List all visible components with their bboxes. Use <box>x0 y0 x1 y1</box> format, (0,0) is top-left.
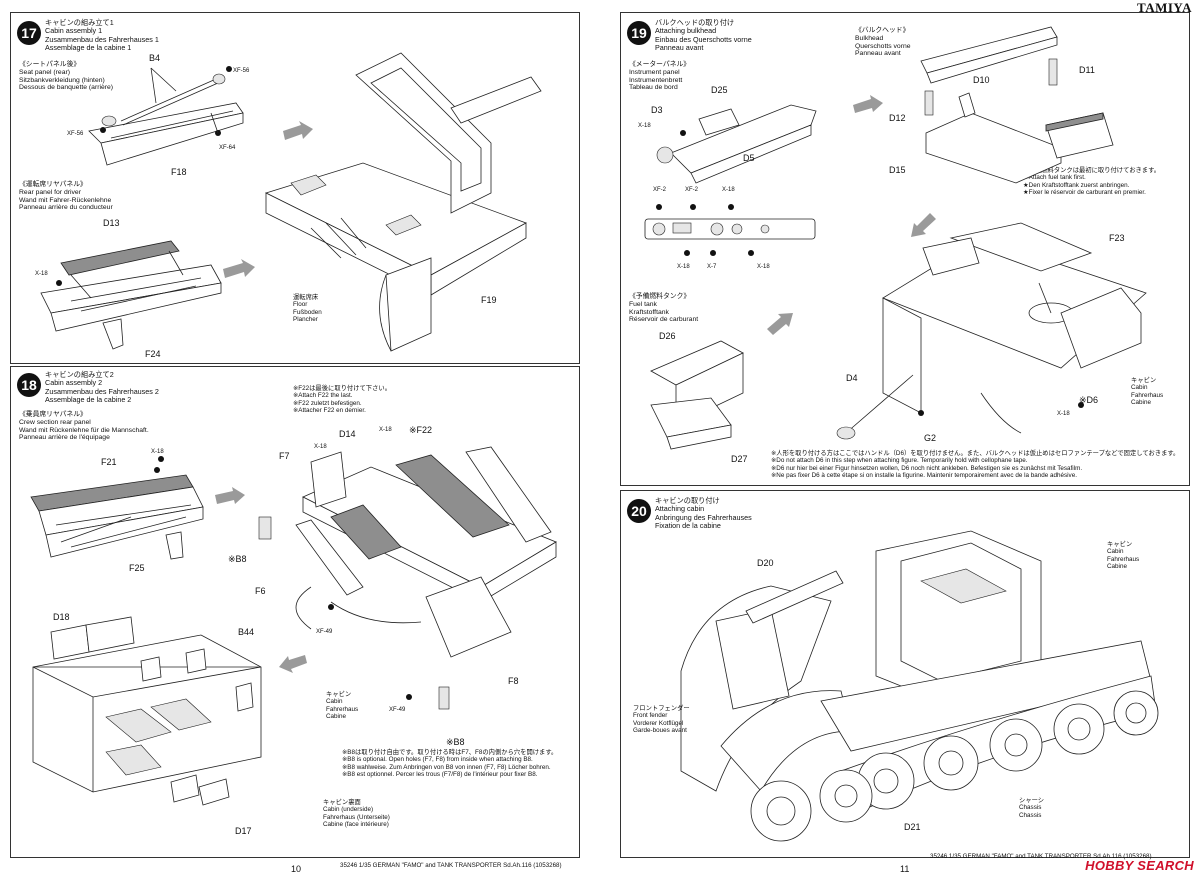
part-d11: D11 <box>1079 65 1095 75</box>
paint-x18-a: X-18 <box>151 449 164 455</box>
part-d25: D25 <box>711 85 728 95</box>
paint-xf49-b: XF-49 <box>389 707 406 713</box>
part-f7: F7 <box>279 451 290 461</box>
part-d21: D21 <box>904 822 921 832</box>
fuel-tank-note: ★予備燃料タンクは最初に取り付けておきます。★Attach fuel tank … <box>1023 167 1161 197</box>
part-f21: F21 <box>101 457 117 467</box>
paint-x18-19e: X-18 <box>1057 411 1070 417</box>
part-f18: F18 <box>171 167 187 177</box>
step-20-number: 20 <box>627 499 651 523</box>
part-d6: ※D6 <box>1079 395 1099 405</box>
paint-xf56-a: XF-56 <box>233 68 250 74</box>
part-d13: D13 <box>103 218 120 228</box>
part-b4: B4 <box>149 53 161 63</box>
watermark: HOBBY SEARCH <box>1085 858 1194 873</box>
paint-x18-19b: X-18 <box>722 187 735 193</box>
paint-xf49-a: XF-49 <box>316 629 333 635</box>
part-d4: D4 <box>846 373 858 383</box>
part-d3: D3 <box>651 105 663 115</box>
paint-x7: X-7 <box>707 264 717 270</box>
part-d14: D14 <box>339 429 356 439</box>
paint-x18-c: X-18 <box>379 427 392 433</box>
part-d20: D20 <box>757 558 774 568</box>
part-d17: D17 <box>235 826 252 836</box>
part-f23: F23 <box>1109 233 1125 243</box>
paint-x18-b: X-18 <box>314 444 327 450</box>
step-19-number: 19 <box>627 21 651 45</box>
part-b8-b: ※B8 <box>446 737 465 747</box>
step-19-drawing <box>644 26 1147 450</box>
page-number-right: 11 <box>900 864 910 874</box>
page-number-left: 10 <box>291 864 302 874</box>
seat-panel-rear-heading: 《シートパネル後》Seat panel (rear)Sitzbankverkle… <box>19 61 114 92</box>
footer-right: 35246 1/35 GERMAN "FAMO" and TANK TRANSP… <box>930 853 1152 860</box>
seat-panel-drawing <box>40 52 542 352</box>
part-f25: F25 <box>129 563 145 573</box>
b8-note: ※B8は取り付け自由です。取り付ける時はF7、F8の内側から穴を開けます。※B8… <box>342 749 558 779</box>
part-f22: ※F22 <box>409 425 433 435</box>
f22-note: ※F22は最後に取り付けて下さい。※Attach F22 the last.※F… <box>293 385 391 415</box>
paint-x18-19d: X-18 <box>757 264 770 270</box>
part-g2: G2 <box>924 433 937 443</box>
paint-xf64: XF-64 <box>219 145 236 151</box>
part-d18: D18 <box>53 612 70 622</box>
step-20-drawing <box>680 530 1159 842</box>
part-d5: D5 <box>743 153 755 163</box>
figure-handle-note: ※人形を取り付ける方はここではハンドル（D6）を取り付けません。また、バルクヘッ… <box>771 450 1180 480</box>
part-f24: F24 <box>145 349 161 359</box>
part-d26: D26 <box>659 331 676 341</box>
paint-x18: X-18 <box>35 271 48 277</box>
brand-logo: TAMIYA <box>1136 0 1192 15</box>
paint-x18-19c: X-18 <box>677 264 690 270</box>
footer-left: 35246 1/35 GERMAN "FAMO" and TANK TRANSP… <box>340 862 562 869</box>
step-17-number: 17 <box>17 21 41 45</box>
step-18-number: 18 <box>17 373 41 397</box>
paint-xf2-a: XF-2 <box>653 187 667 193</box>
step-18-drawing <box>30 446 557 806</box>
part-d27: D27 <box>731 454 748 464</box>
paint-xf2-b: XF-2 <box>685 187 699 193</box>
part-f8: F8 <box>508 676 519 686</box>
part-d15: D15 <box>889 165 906 175</box>
paint-x18-19a: X-18 <box>638 123 651 129</box>
part-d10: D10 <box>973 75 990 85</box>
part-f6: F6 <box>255 586 266 596</box>
part-f19: F19 <box>481 295 497 305</box>
part-b44: B44 <box>238 627 255 637</box>
part-b8-a: ※B8 <box>228 554 247 564</box>
paint-xf56-b: XF-56 <box>67 131 84 137</box>
part-d12: D12 <box>889 113 906 123</box>
